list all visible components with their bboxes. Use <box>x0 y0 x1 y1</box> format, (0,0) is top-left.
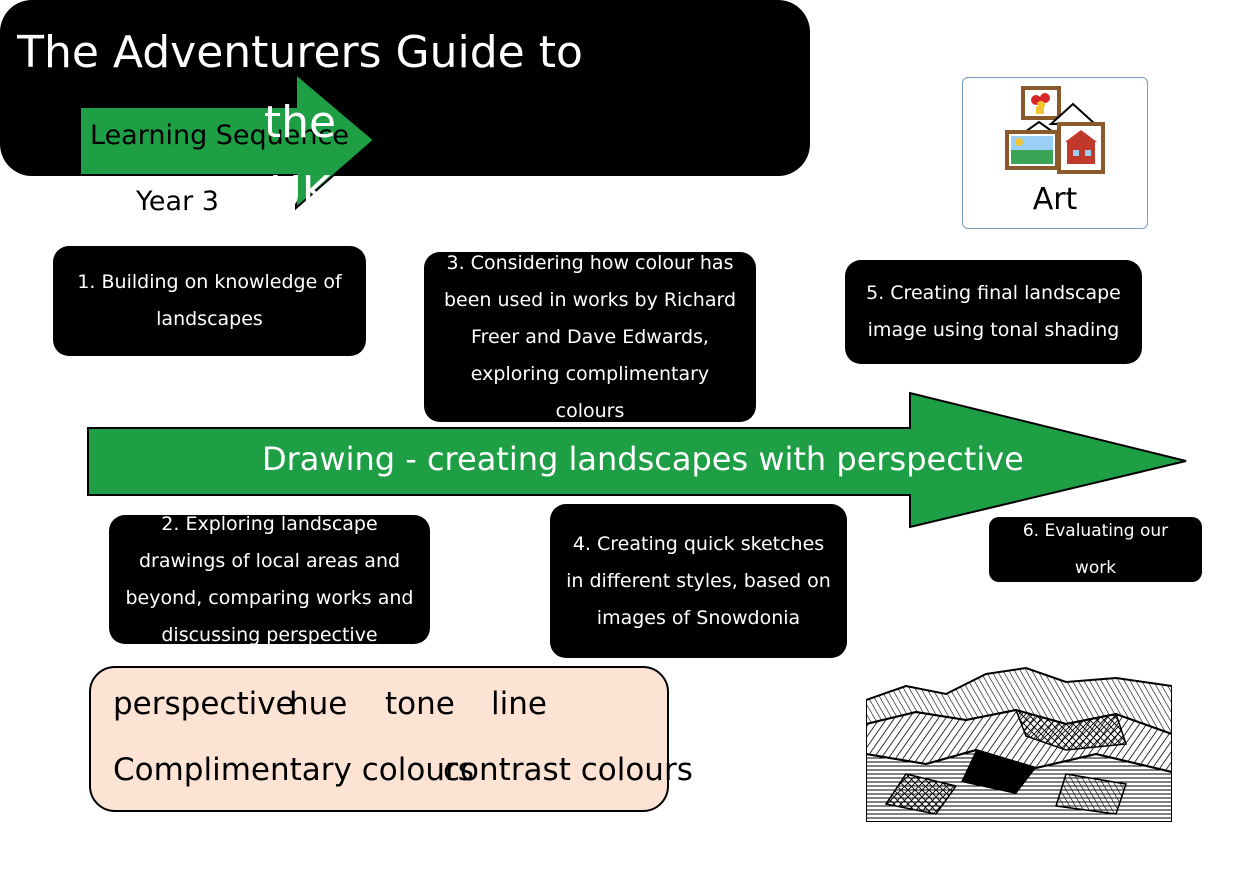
step-3-text: 3. Considering how colour has been used … <box>443 251 737 422</box>
vocab-word: line <box>491 686 547 722</box>
step-3-box: 3. Considering how colour has been used … <box>424 252 756 422</box>
landscape-sketch-image <box>866 664 1172 822</box>
step-5-text: 5. Creating final landscape image using … <box>866 282 1121 341</box>
vocab-word: Complimentary colours <box>113 752 474 788</box>
learning-sequence-label: Learning Sequence <box>90 120 349 151</box>
step-2-text: 2. Exploring landscape drawings of local… <box>125 512 414 646</box>
subject-label: Art <box>1032 182 1078 217</box>
art-card: Art <box>962 77 1148 229</box>
main-arrow-label: Drawing - creating landscapes with persp… <box>262 440 1024 478</box>
step-4-box: 4. Creating quick sketches in different … <box>550 504 847 658</box>
step-5-box: 5. Creating final landscape image using … <box>845 260 1142 364</box>
art-pictures-icon <box>1005 86 1105 174</box>
step-4-text: 4. Creating quick sketches in different … <box>566 532 831 629</box>
step-6-text: 6. Evaluating our work <box>1022 520 1169 578</box>
vocabulary-box: perspectivehue tone line Complimentary col… <box>89 666 693 812</box>
vocab-word: perspective <box>113 686 295 722</box>
step-2-box: 2. Exploring landscape drawings of local… <box>109 513 430 646</box>
vocab-word: hue <box>289 686 348 722</box>
year-label: Year 3 <box>136 186 219 217</box>
step-1-box: 1. Building on knowledge of landscapes <box>53 246 366 356</box>
vocab-word: tone <box>385 686 455 722</box>
step-6-box: 6. Evaluating our work <box>989 517 1202 582</box>
vocab-word: contrast colours <box>443 752 693 788</box>
vocabulary-row-2: Complimentary colourscontrast colours <box>113 752 693 788</box>
learning-sequence-arrow <box>79 72 376 211</box>
vocabulary-row-1: perspectivehue tone line <box>113 686 547 722</box>
page-title: The Adventurers Guide to the UK <box>17 27 583 218</box>
main-arrow <box>87 391 1187 529</box>
title-banner: The Adventurers Guide to the UK <box>0 0 810 218</box>
step-1-text: 1. Building on knowledge of landscapes <box>77 271 342 330</box>
